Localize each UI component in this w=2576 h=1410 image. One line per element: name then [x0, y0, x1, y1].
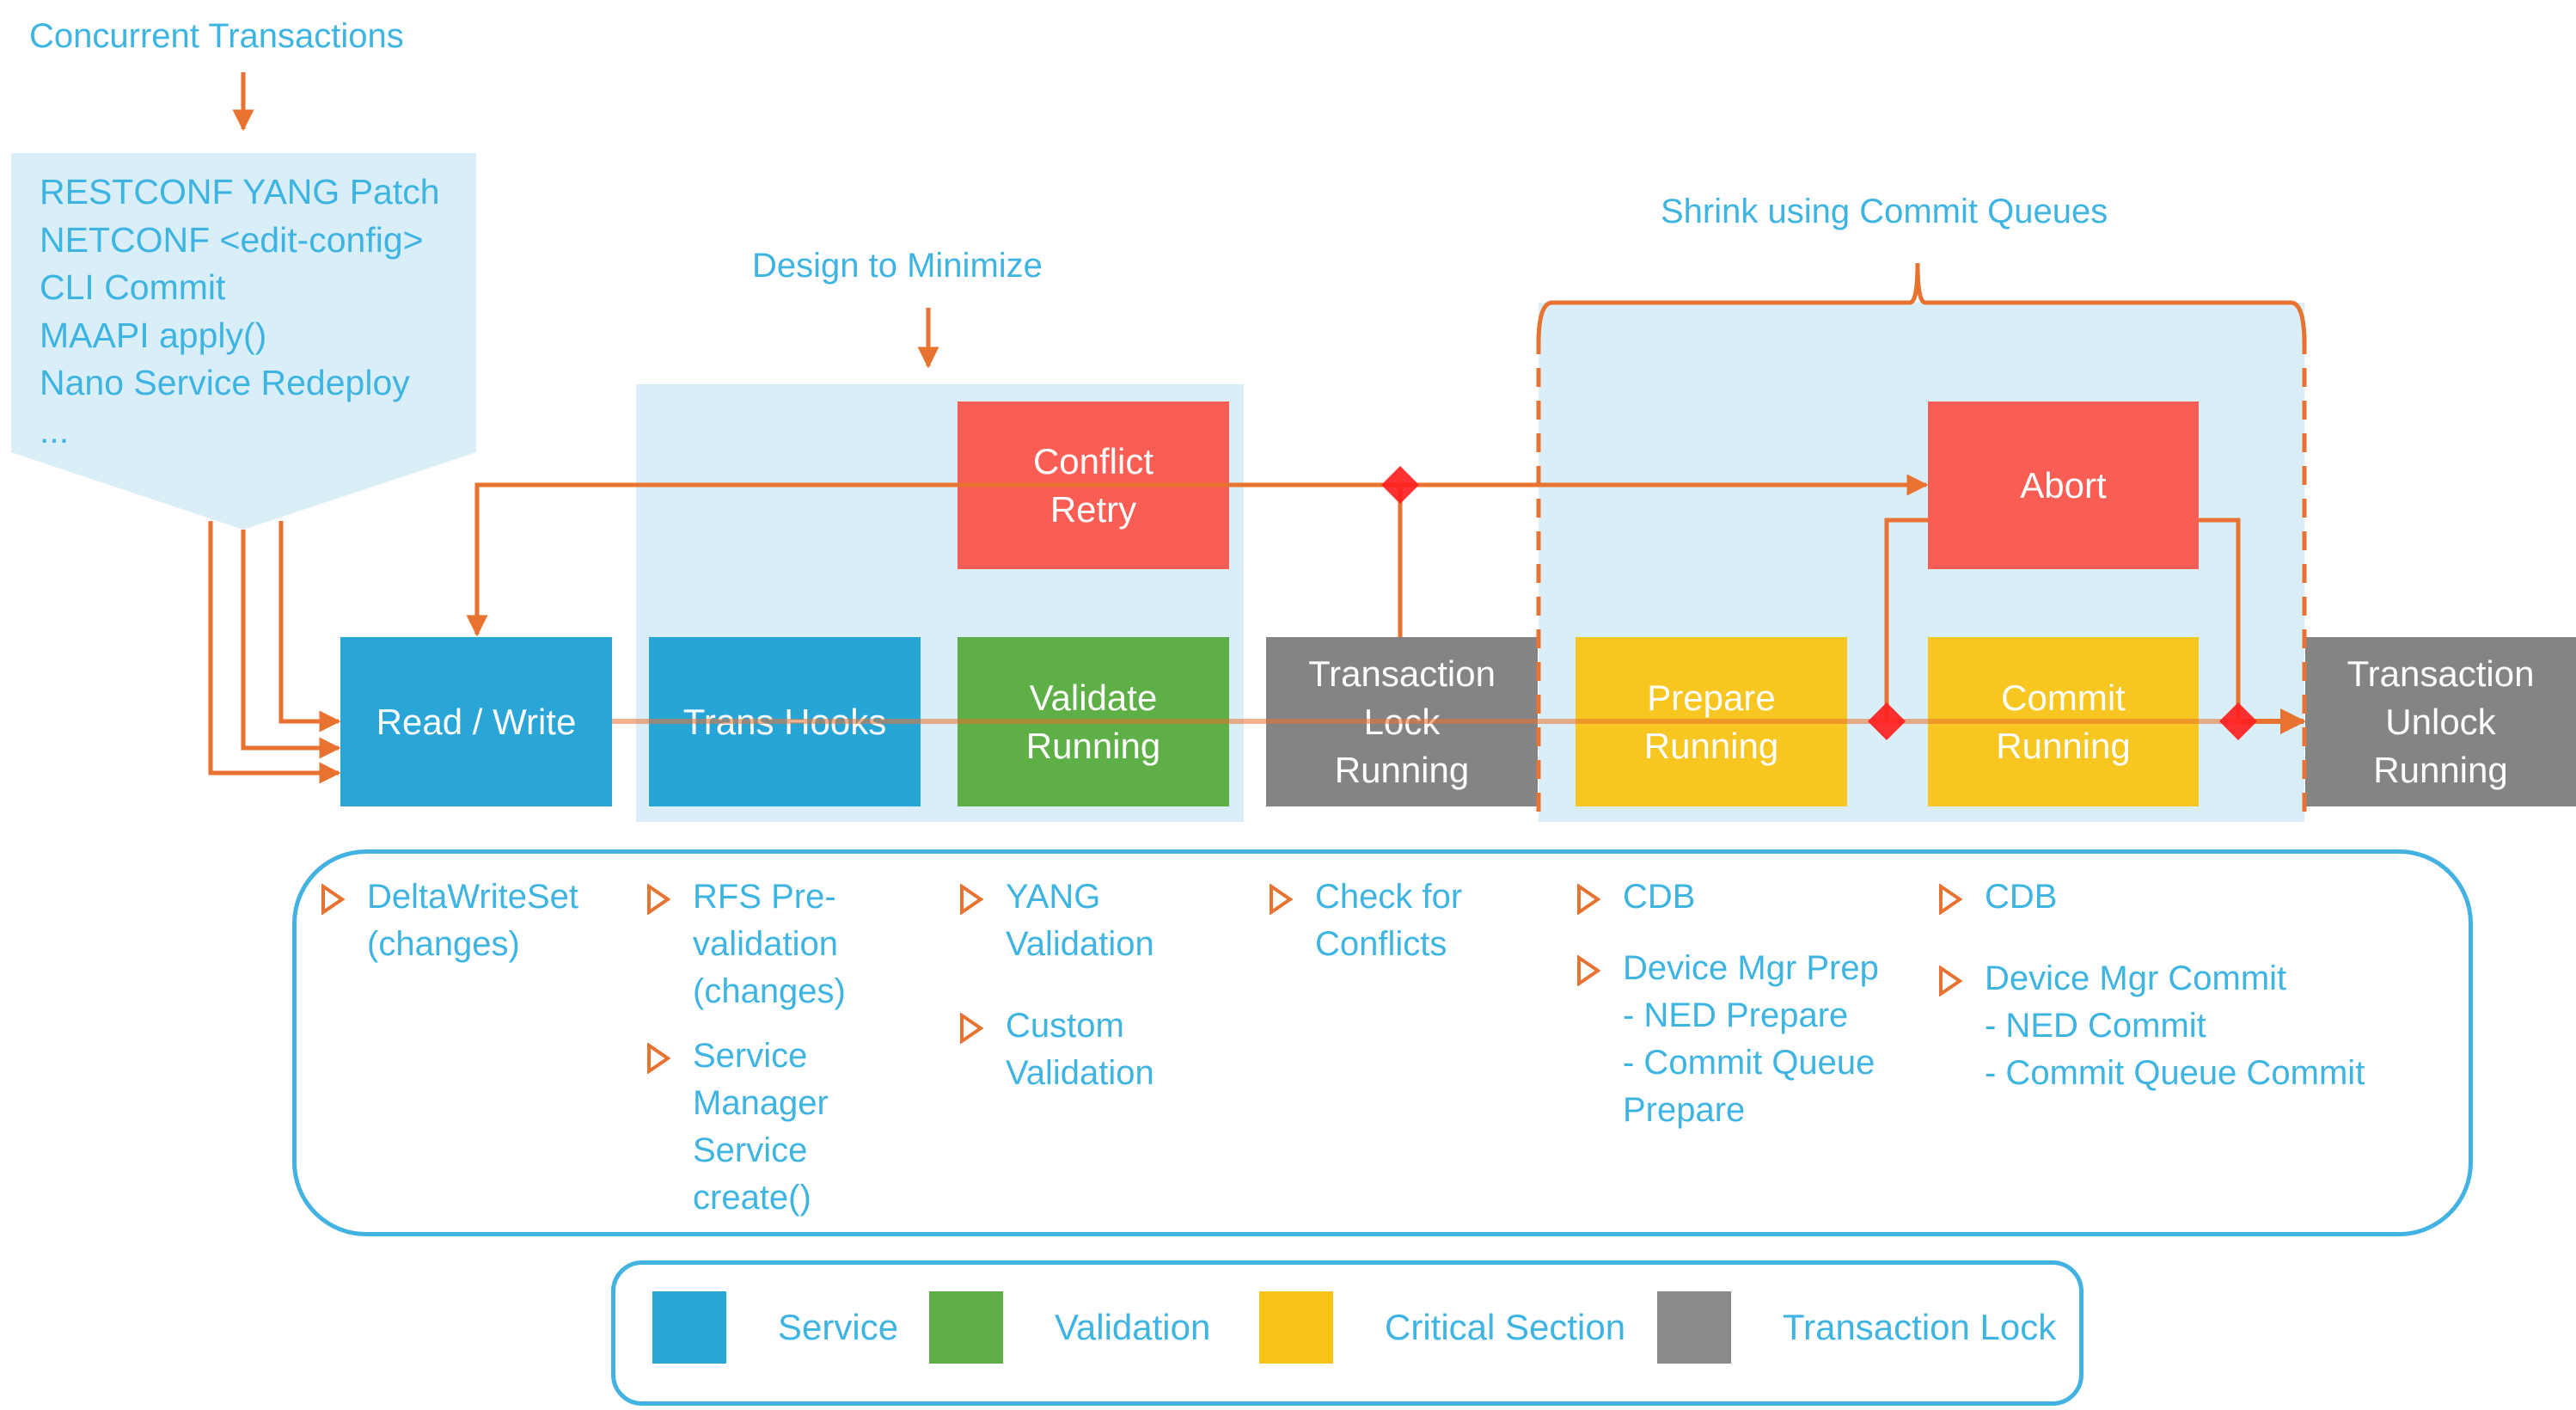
detail-item: DeltaWriteSet (changes)	[321, 874, 578, 968]
details-read-write: DeltaWriteSet (changes)	[321, 874, 578, 985]
legend-item-validation: Validation	[929, 1291, 1210, 1364]
source-item: NETCONF <edit-config>	[40, 219, 424, 260]
decision-diamond-prepare	[1868, 702, 1906, 740]
detail-item: Device Mgr Prep - NED Prepare - Commit Q…	[1576, 945, 1879, 1134]
source-pentagon	[11, 153, 476, 530]
commit-queue-brace	[1536, 262, 2307, 345]
detail-item: RFS Pre- validation (changes)	[646, 874, 846, 1015]
detail-item: CDB	[1938, 874, 2365, 928]
legend-item-service: Service	[652, 1291, 898, 1364]
triangle-bullet-icon	[646, 1033, 693, 1087]
triangle-bullet-icon	[321, 874, 367, 928]
source-item: MAAPI apply()	[40, 315, 267, 355]
transaction-source-list: RESTCONF YANG Patch NETCONF <edit-config…	[40, 169, 440, 455]
shrink-commit-queues-label: Shrink using Commit Queues	[1661, 193, 2108, 230]
input-arrow-3	[208, 521, 341, 784]
detail-item: Check for Conflicts	[1269, 874, 1462, 968]
triangle-bullet-icon	[1269, 874, 1315, 928]
legend-swatch	[929, 1291, 1003, 1364]
legend-item-transaction-lock: Transaction Lock	[1657, 1291, 2056, 1364]
detail-item: Device Mgr Commit - NED Commit - Commit …	[1938, 955, 2365, 1097]
details-panel	[292, 849, 2473, 1236]
triangle-bullet-icon	[1938, 955, 1985, 1009]
legend	[611, 1260, 2083, 1406]
triangle-bullet-icon	[1576, 945, 1623, 999]
details-lock: Check for Conflicts	[1269, 874, 1462, 985]
legend-item-critical-section: Critical Section	[1259, 1291, 1625, 1364]
source-item: CLI Commit	[40, 267, 226, 307]
legend-swatch	[1259, 1291, 1333, 1364]
retry-loop-line	[466, 482, 1403, 637]
triangle-bullet-icon	[1576, 874, 1623, 928]
details-validate: YANG Validation Custom Validation	[959, 874, 1154, 1114]
abort-box: Abort	[1928, 402, 2199, 569]
design-to-minimize-label: Design to Minimize	[752, 247, 1043, 285]
triangle-bullet-icon	[959, 874, 1006, 928]
input-arrow-1	[278, 521, 341, 733]
prepare-abort-loop	[1884, 518, 1928, 721]
input-arrow-2	[241, 530, 341, 759]
triangle-bullet-icon	[959, 1002, 1006, 1057]
legend-swatch	[652, 1291, 726, 1364]
commit-abort-loop	[2199, 518, 2241, 721]
triangle-bullet-icon	[1938, 874, 1985, 928]
stage-read-write: Read / Write	[340, 637, 612, 806]
detail-item: YANG Validation	[959, 874, 1154, 968]
concurrent-transactions-title: Concurrent Transactions	[29, 17, 404, 55]
stage-transaction-unlock: Transaction Unlock Running	[2305, 637, 2576, 806]
source-item: ...	[40, 410, 70, 451]
details-trans-hooks: RFS Pre- validation (changes) Service Ma…	[646, 874, 846, 1239]
detail-item: Service Manager Service create()	[646, 1033, 846, 1222]
triangle-bullet-icon	[646, 874, 693, 928]
details-prepare: CDB Device Mgr Prep - NED Prepare - Comm…	[1576, 874, 1879, 1151]
decision-diamond-commit	[2219, 702, 2257, 740]
decision-diamond-lock	[1381, 466, 1419, 504]
source-item: Nano Service Redeploy	[40, 363, 410, 402]
detail-item: Custom Validation	[959, 1002, 1154, 1097]
detail-item: CDB	[1576, 874, 1879, 928]
source-item: RESTCONF YANG Patch	[40, 172, 440, 212]
details-commit: CDB Device Mgr Commit - NED Commit - Com…	[1938, 874, 2365, 1114]
legend-swatch	[1657, 1291, 1731, 1364]
